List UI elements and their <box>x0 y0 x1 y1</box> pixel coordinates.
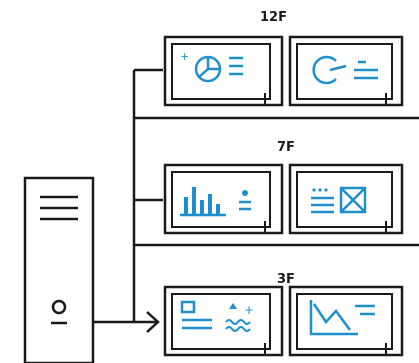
dashboard-icon: + <box>180 300 254 332</box>
donut-chart-icon <box>312 55 378 85</box>
server-tower <box>23 176 95 363</box>
screen-3f-left: + <box>163 285 284 357</box>
screen-12f-left: + <box>163 35 284 107</box>
screen-7f-left <box>163 163 284 235</box>
network-connections <box>93 68 163 333</box>
svg-text:+: + <box>244 303 254 317</box>
floor-label-12f: 12F <box>260 10 287 25</box>
floor-label-3f: 3F <box>277 272 295 287</box>
power-button-icon <box>51 299 67 315</box>
screen-12f-right <box>288 35 404 107</box>
pie-chart-icon: + <box>180 50 243 83</box>
screen-7f-right <box>288 163 404 235</box>
screen-3f-right <box>288 285 404 357</box>
image-placeholder-icon <box>311 186 367 214</box>
line-chart-icon <box>309 300 375 336</box>
svg-text:+: + <box>180 50 189 63</box>
floor-label-7f: 7F <box>277 140 295 155</box>
bar-chart-icon <box>180 187 251 217</box>
